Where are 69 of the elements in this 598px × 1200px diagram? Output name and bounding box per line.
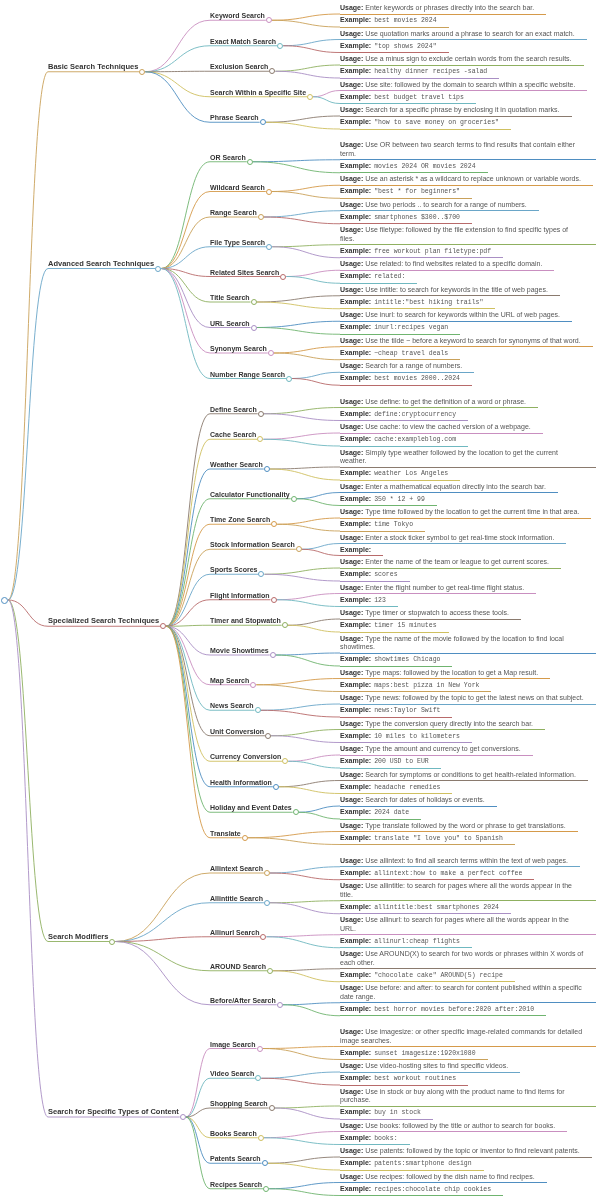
branch-line (265, 936, 341, 949)
branch-line (269, 872, 341, 881)
branch-line (260, 709, 341, 718)
branch-line (287, 754, 341, 762)
branch-line (268, 1188, 341, 1196)
branch-line (165, 625, 243, 839)
branch-line (285, 276, 341, 284)
branch-line (276, 523, 341, 532)
branch-line (291, 378, 341, 386)
branch-line (269, 902, 341, 915)
branch-line (296, 498, 341, 506)
branch-line (271, 246, 341, 259)
branch-line (276, 599, 341, 607)
branch-line (273, 352, 341, 361)
branch-line (115, 941, 278, 1006)
branch-line (263, 413, 341, 421)
branch-line (262, 1048, 341, 1060)
branch-line (274, 1107, 341, 1120)
branch-line (160, 191, 267, 269)
branch-line (287, 618, 341, 626)
branch-line (298, 805, 341, 813)
branch-line (271, 19, 341, 28)
branch-line (275, 654, 341, 667)
branch-line (264, 567, 341, 575)
branch-line (252, 161, 341, 174)
branch-line (185, 1116, 259, 1139)
branch-line (260, 1077, 341, 1086)
branch-line (312, 96, 341, 104)
branch-line (282, 1004, 341, 1017)
branch-line (265, 115, 341, 123)
branch-line (274, 70, 341, 79)
branch-line (185, 1107, 269, 1118)
branch-line (287, 624, 341, 633)
branch-line (260, 703, 341, 711)
branch-line (185, 1116, 264, 1190)
branch-line (298, 811, 341, 820)
branch-line (267, 1156, 341, 1164)
branch-line (256, 301, 341, 310)
branch-line (247, 837, 341, 845)
branch-line (160, 268, 287, 379)
branch-line (7, 599, 181, 1118)
branch-line (272, 970, 341, 983)
branch-line (256, 327, 341, 335)
branch-line (264, 573, 341, 582)
branch-line (144, 71, 261, 123)
branch-line (262, 438, 341, 447)
branch-line (7, 599, 161, 627)
branch-line (185, 1077, 256, 1118)
branch-line (263, 216, 341, 225)
branch-line (267, 1162, 341, 1171)
branch-line (276, 517, 341, 525)
branch-line (7, 268, 156, 601)
branch-line (271, 191, 341, 199)
branch-line (278, 786, 341, 794)
branch-line (255, 684, 341, 692)
branch-line (271, 13, 341, 21)
branch-line (185, 1116, 263, 1164)
branch-line (265, 121, 341, 130)
branch-line (7, 599, 110, 942)
branch-line (269, 468, 341, 481)
branch-line (263, 1137, 341, 1145)
branch-line (270, 735, 341, 743)
branch-line (301, 548, 341, 556)
branch-line (7, 71, 140, 601)
branch-line (287, 760, 341, 769)
branch-line (274, 64, 341, 72)
branch-line (301, 543, 341, 550)
branch-line (282, 45, 341, 53)
branch-line (165, 599, 271, 627)
